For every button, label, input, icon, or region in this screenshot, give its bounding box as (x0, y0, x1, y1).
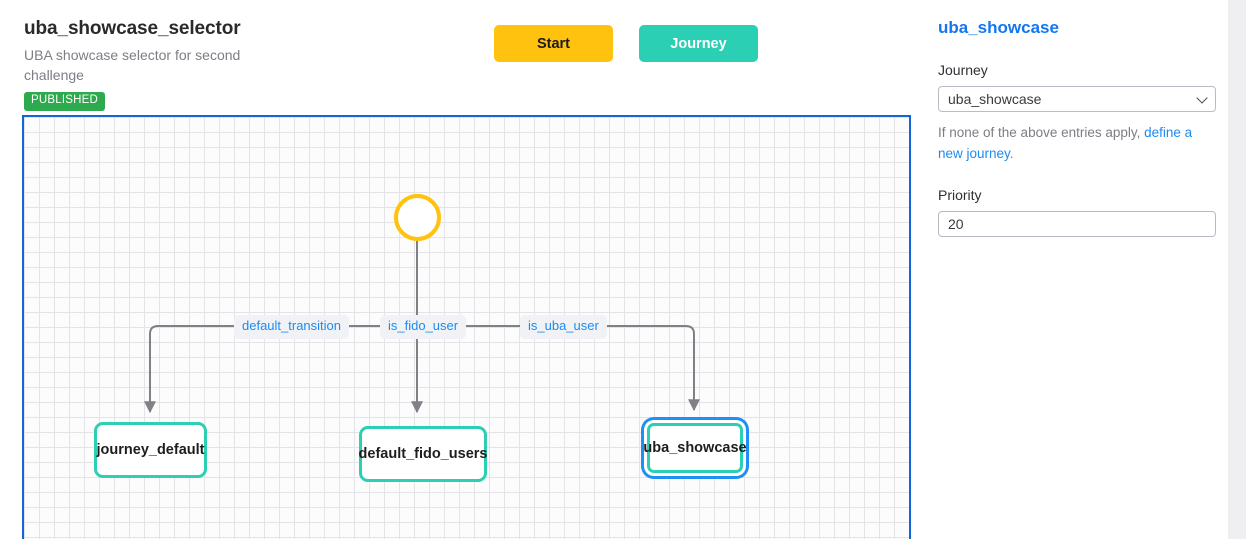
help-prefix: If none of the above entries apply, (938, 125, 1145, 141)
header-button-group: Start Journey (494, 25, 758, 62)
journey-select[interactable]: uba_showcase (938, 86, 1216, 113)
priority-label: Priority (938, 187, 982, 204)
help-suffix: . (1009, 146, 1014, 162)
journey-label: Journey (938, 62, 988, 79)
transition-label-is-fido-user[interactable]: is_fido_user (380, 315, 467, 339)
flow-canvas[interactable]: default_transition is_fido_user is_uba_u… (22, 115, 911, 539)
start-node[interactable] (394, 194, 441, 241)
state-node-journey-default[interactable]: journey_default (94, 422, 207, 478)
journey-field: Journey uba_showcase (938, 62, 1218, 113)
priority-input[interactable]: 20 (938, 210, 1216, 237)
start-button[interactable]: Start (494, 25, 613, 62)
flow-header: uba_showcase_selector UBA showcase selec… (24, 18, 454, 111)
journey-help-text: If none of the above entries apply, defi… (938, 123, 1216, 165)
chevron-down-icon (1196, 92, 1208, 104)
flow-edges (144, 241, 700, 414)
define-new-journey-link[interactable]: define a new journey (938, 125, 1193, 162)
transition-label-is-uba-user[interactable]: is_uba_user (520, 315, 607, 339)
priority-input-value: 20 (948, 215, 964, 232)
properties-panel: uba_showcase Journey uba_showcase If non… (938, 18, 1218, 237)
transition-label-default-transition[interactable]: default_transition (234, 315, 350, 339)
status-badge: PUBLISHED (24, 92, 105, 111)
journey-button[interactable]: Journey (639, 25, 758, 62)
priority-field: Priority 20 (938, 187, 1218, 237)
state-node-uba-showcase[interactable]: uba_showcase (643, 423, 747, 473)
page-title: uba_showcase_selector (24, 18, 241, 39)
state-node-default-fido-users[interactable]: default_fido_users (359, 426, 487, 482)
panel-title: uba_showcase (938, 18, 1059, 37)
page-subtitle: UBA showcase selector for second challen… (24, 46, 241, 84)
journey-select-value: uba_showcase (948, 91, 1042, 108)
